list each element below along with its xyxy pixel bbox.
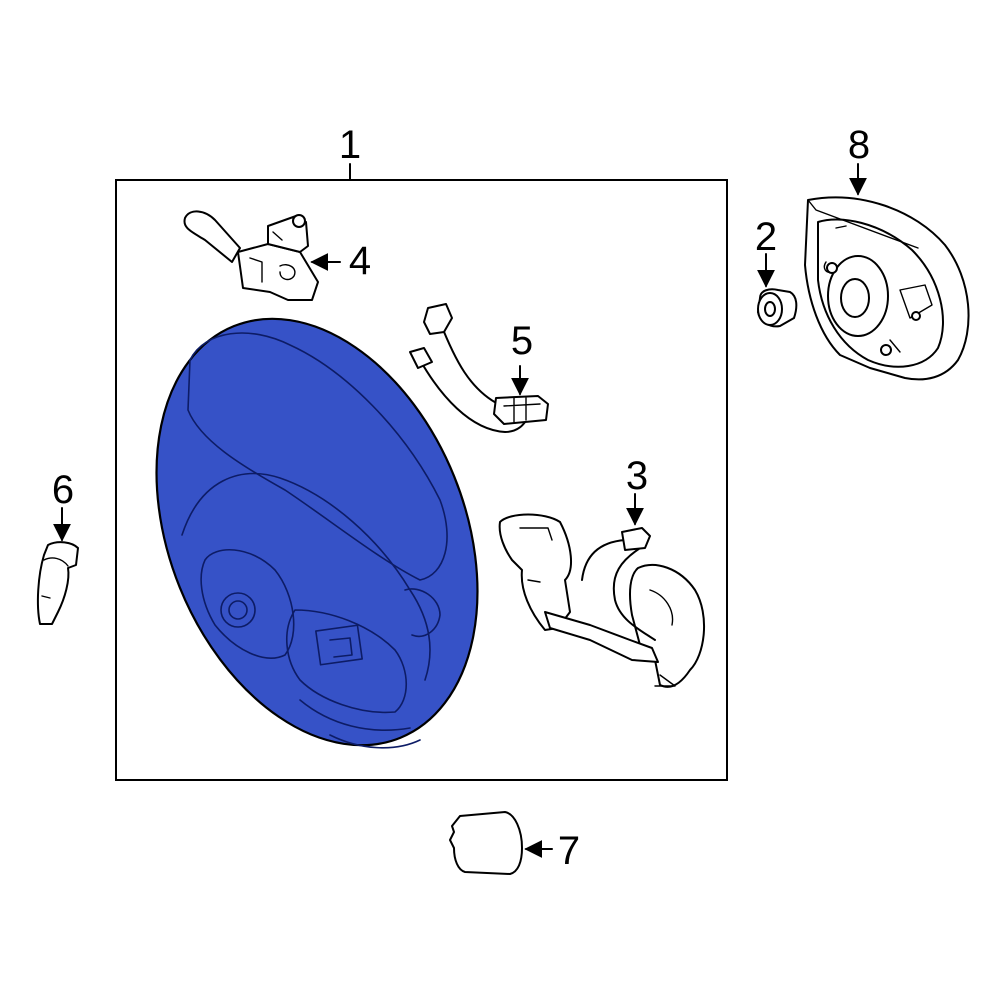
switch-panel-right [629, 564, 706, 688]
wheel-lower-pad [285, 609, 407, 714]
wheel-switch-slot [315, 624, 363, 666]
switch-detail [249, 231, 296, 283]
lower-cover-shape [449, 811, 523, 875]
wheel-boss-inner [228, 600, 248, 620]
callout-8-label: 8 [848, 123, 870, 167]
callout-5-label: 5 [511, 319, 533, 363]
airbag-detail [807, 199, 933, 353]
switch-connector [621, 527, 651, 551]
switch-knob [292, 214, 306, 228]
switch-wires [581, 539, 656, 641]
callout-4-label: 4 [349, 239, 371, 283]
side-cover-detail [41, 557, 69, 599]
airbag-bolt-a [826, 262, 838, 274]
side-cover-left[interactable] [36, 541, 79, 625]
callout-7-label: 7 [558, 829, 580, 873]
airbag-inflator-inner [840, 278, 870, 318]
switch-panel-detail [519, 527, 676, 687]
assembly-frame [115, 179, 728, 781]
callout-1-label: 1 [339, 123, 361, 167]
steering-wheel[interactable] [97, 271, 538, 794]
side-cover-shape [36, 541, 79, 625]
wheel-inner-curve [299, 699, 411, 731]
wheel-bottom-curve [329, 734, 421, 749]
switch-lever [183, 210, 241, 263]
wheel-right-notch [404, 588, 441, 637]
harness-wire-b [419, 359, 529, 433]
wheel-upper-pad [187, 332, 448, 581]
harness-connector-b [409, 347, 433, 369]
airbag-module[interactable] [804, 196, 970, 381]
wheel-switch-detail [329, 637, 353, 658]
harness-connector-c-detail [503, 397, 541, 423]
callout-3-label: 3 [626, 454, 648, 498]
airbag-bolt-b [880, 344, 892, 356]
nut-hole [764, 301, 776, 317]
nut[interactable] [757, 288, 798, 328]
harness-wire-a [439, 321, 501, 406]
switch-panel-left [498, 513, 572, 631]
combination-switch[interactable] [183, 210, 319, 301]
harness-connector-c [493, 395, 549, 425]
lower-cover[interactable] [449, 811, 523, 875]
steering-switch-assembly[interactable] [498, 513, 706, 688]
callout-2-label: 2 [755, 215, 777, 259]
wheel-boss [220, 592, 256, 628]
airbag-bolt-c [911, 311, 921, 321]
harness-connector-a [423, 303, 453, 335]
steering-wheel-rim [155, 317, 479, 747]
wheel-spoke [181, 472, 431, 681]
wire-harness[interactable] [409, 303, 549, 433]
callout-6-label: 6 [52, 468, 74, 512]
wheel-hub-left [200, 549, 295, 659]
switch-body [237, 243, 319, 301]
switch-bracket [544, 611, 659, 663]
